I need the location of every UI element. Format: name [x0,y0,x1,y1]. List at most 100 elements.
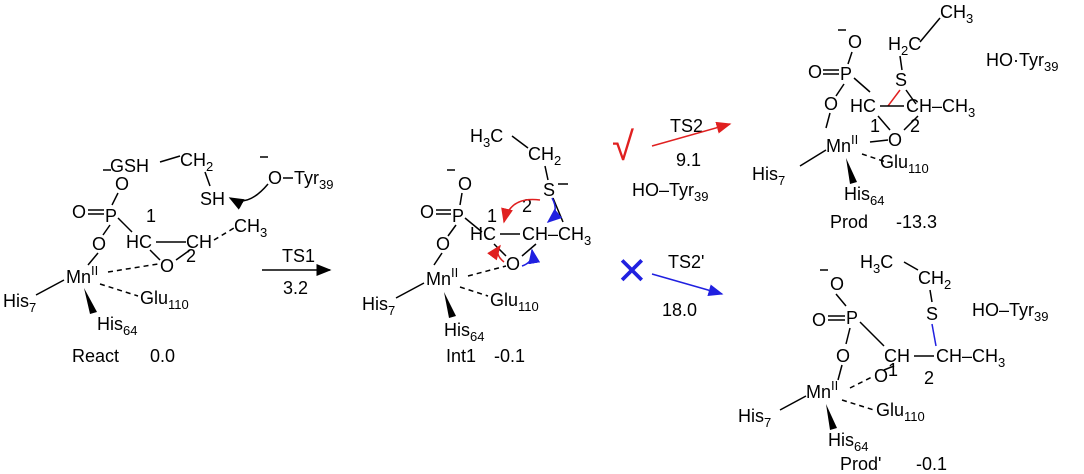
bond [204,171,211,187]
ch-ch3-label: CH–CH3 [906,96,975,120]
bond [493,243,507,257]
ts2-step: √ TS2 9.1 [612,116,732,170]
his7-label: His7 [3,291,36,315]
ts1-label: TS1 [282,246,315,266]
bond [107,263,159,273]
o-minus-label: O [848,32,862,52]
bond [869,139,889,143]
s-label: S [895,70,907,90]
ch1-label: CH [884,346,910,366]
red-arrow [501,198,541,224]
bond [117,217,133,233]
tyr-o-label: O [268,168,282,188]
bond [799,149,827,167]
int1-energy: -0.1 [494,346,525,366]
hc-label: HC [850,96,876,116]
bond [883,365,895,371]
ts2-arrow [651,121,732,147]
his64-label: His64 [444,320,484,344]
o-link-label: O [824,94,838,114]
ch2-label: CH2 [180,150,213,174]
ts2p-step: ✕ TS2' 18.0 [616,251,724,320]
hc-label: HC [470,224,496,244]
ts1-step: TS1 3.2 [262,246,332,298]
bond [835,83,845,97]
attack-arrow [228,183,269,210]
o-ring-label: O [506,254,520,274]
bond [159,155,181,163]
bond [841,399,875,411]
bond [213,227,235,241]
wedge-bond [84,288,97,314]
ch-ch3-label: CH–CH3 [522,224,591,248]
glu-label: Glu110 [876,400,925,424]
h3c-label: H3C [860,252,893,276]
o-eq-label: O [812,310,826,330]
bond [102,224,111,236]
tyr-label: Tyr39 [294,168,333,192]
new-bond-red [887,89,901,107]
mn-label: MnII [826,132,858,156]
ts2-label: TS2 [670,116,703,136]
ts2p-barrier: 18.0 [662,300,697,320]
bond [511,135,529,149]
num1-label: 1 [870,116,880,136]
bond [905,89,917,105]
ch-label: CH [186,232,212,252]
o-minus-label: O [830,274,844,294]
num2-label: 2 [186,246,196,266]
his64-label: His64 [97,314,137,338]
o-link-label: O [436,234,450,254]
ts1-barrier: 3.2 [283,278,308,298]
bond [877,115,891,131]
s-label: S [543,180,555,200]
bond [433,252,443,266]
bond [395,282,425,299]
o-minus-label: O [115,174,129,194]
num1-label: 1 [888,360,898,380]
s-label: S [926,304,938,324]
prodp-label: Prod' [840,454,881,474]
bond [825,112,831,129]
bond [111,192,119,206]
bond [87,252,99,266]
bond [459,192,463,206]
bond [544,165,549,181]
cross-mark: ✕ [616,251,648,293]
bond [35,279,65,296]
his64-label: His64 [828,430,868,454]
bond [845,327,851,345]
bond [899,55,903,71]
prod-structure: CH3 H2C S O P O O HC CH–CH3 1 2 O MnII H… [752,2,1058,232]
mn-label: MnII [66,263,98,287]
o-eq-label: O [72,202,86,222]
bond [99,283,139,297]
bond [849,375,875,389]
bond [149,249,161,261]
ch2-label: CH2 [528,144,561,168]
h2c-label: H2C [888,34,921,58]
his7-label: His7 [738,406,771,430]
mn-label: MnII [806,378,838,402]
o-link-label: O [836,346,850,366]
glu-label: Glu110 [140,288,189,312]
ho-tyr-label: HO·Tyr39 [986,50,1058,74]
o-ring-label: O [160,256,174,276]
num2-label: 2 [522,196,532,216]
bond [837,364,843,381]
bond [467,265,507,277]
his64-label: His64 [844,184,884,208]
bond [853,77,871,93]
his7-label: His7 [752,164,785,188]
new-bond-blue [931,323,937,347]
his7-label: His7 [362,294,395,318]
prodp-structure: H3C CH2 S O P O O CH CH–CH3 O 1 2 MnII H… [738,252,1048,474]
sh-label: SH [200,189,225,209]
bond [459,286,489,297]
num1-label: 1 [487,206,497,226]
int1-structure: H3C CH2 S O P O O 1 2 HC CH–CH3 O MnII H… [362,126,708,366]
ch3-label: CH3 [940,2,973,26]
ts2p-arrow [651,273,724,297]
bond [447,224,457,237]
